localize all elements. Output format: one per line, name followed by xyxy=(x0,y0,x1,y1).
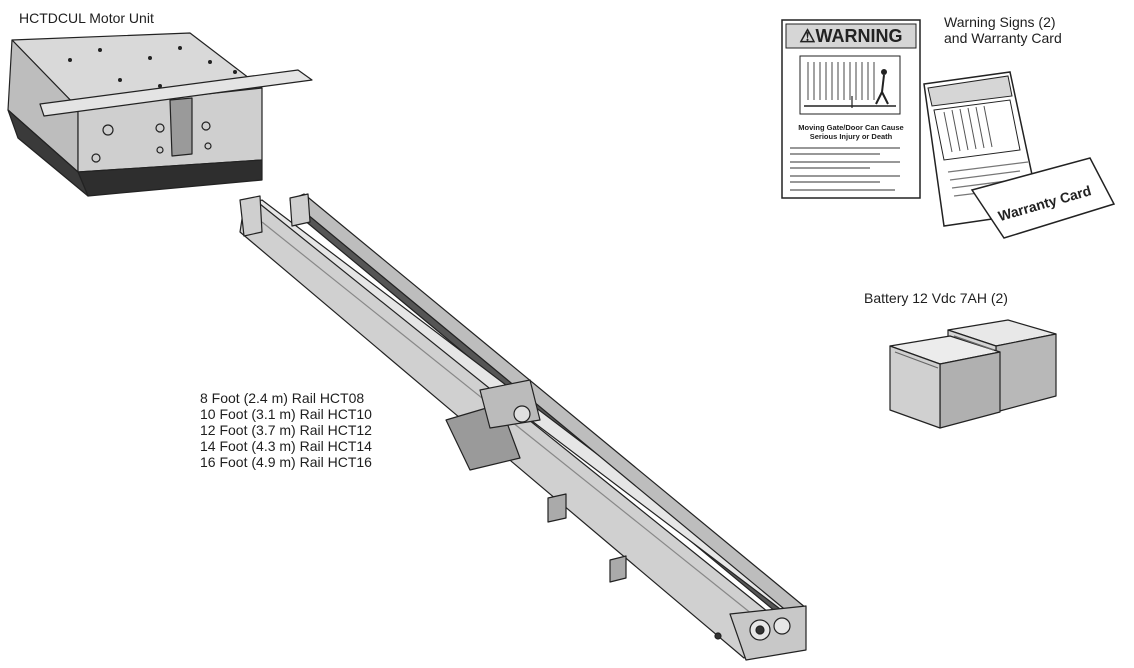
warranty-card-illustration: Warranty Card xyxy=(970,157,1116,239)
rail-option: 14 Foot (4.3 m) Rail HCT14 xyxy=(200,438,372,454)
motor-unit-illustration xyxy=(7,32,313,197)
warning-signs-label: Warning Signs (2) and Warranty Card xyxy=(944,14,1062,46)
warning-signs-label-line1: Warning Signs (2) xyxy=(944,14,1056,30)
rail-option: 12 Foot (3.7 m) Rail HCT12 xyxy=(200,422,372,438)
battery-label: Battery 12 Vdc 7AH (2) xyxy=(864,290,1008,306)
battery-illustration xyxy=(889,319,1057,429)
rail-options-list: 8 Foot (2.4 m) Rail HCT08 10 Foot (3.1 m… xyxy=(200,390,372,470)
rail-option: 8 Foot (2.4 m) Rail HCT08 xyxy=(200,390,365,406)
warning-sign-headline-1: Moving Gate/Door Can Cause xyxy=(798,123,903,132)
warning-sign-illustration: ⚠WARNING Moving Gate/Door Can Cause Seri… xyxy=(781,19,921,199)
warning-sign-headline-2: Serious Injury or Death xyxy=(810,132,893,141)
warning-sign-header: ⚠WARNING xyxy=(799,26,902,46)
motor-unit-label: HCTDCUL Motor Unit xyxy=(19,10,154,26)
rail-option: 16 Foot (4.9 m) Rail HCT16 xyxy=(200,454,372,470)
rail-option: 10 Foot (3.1 m) Rail HCT10 xyxy=(200,406,372,422)
rail-illustration xyxy=(239,193,807,661)
warning-signs-label-line2: and Warranty Card xyxy=(944,30,1062,46)
